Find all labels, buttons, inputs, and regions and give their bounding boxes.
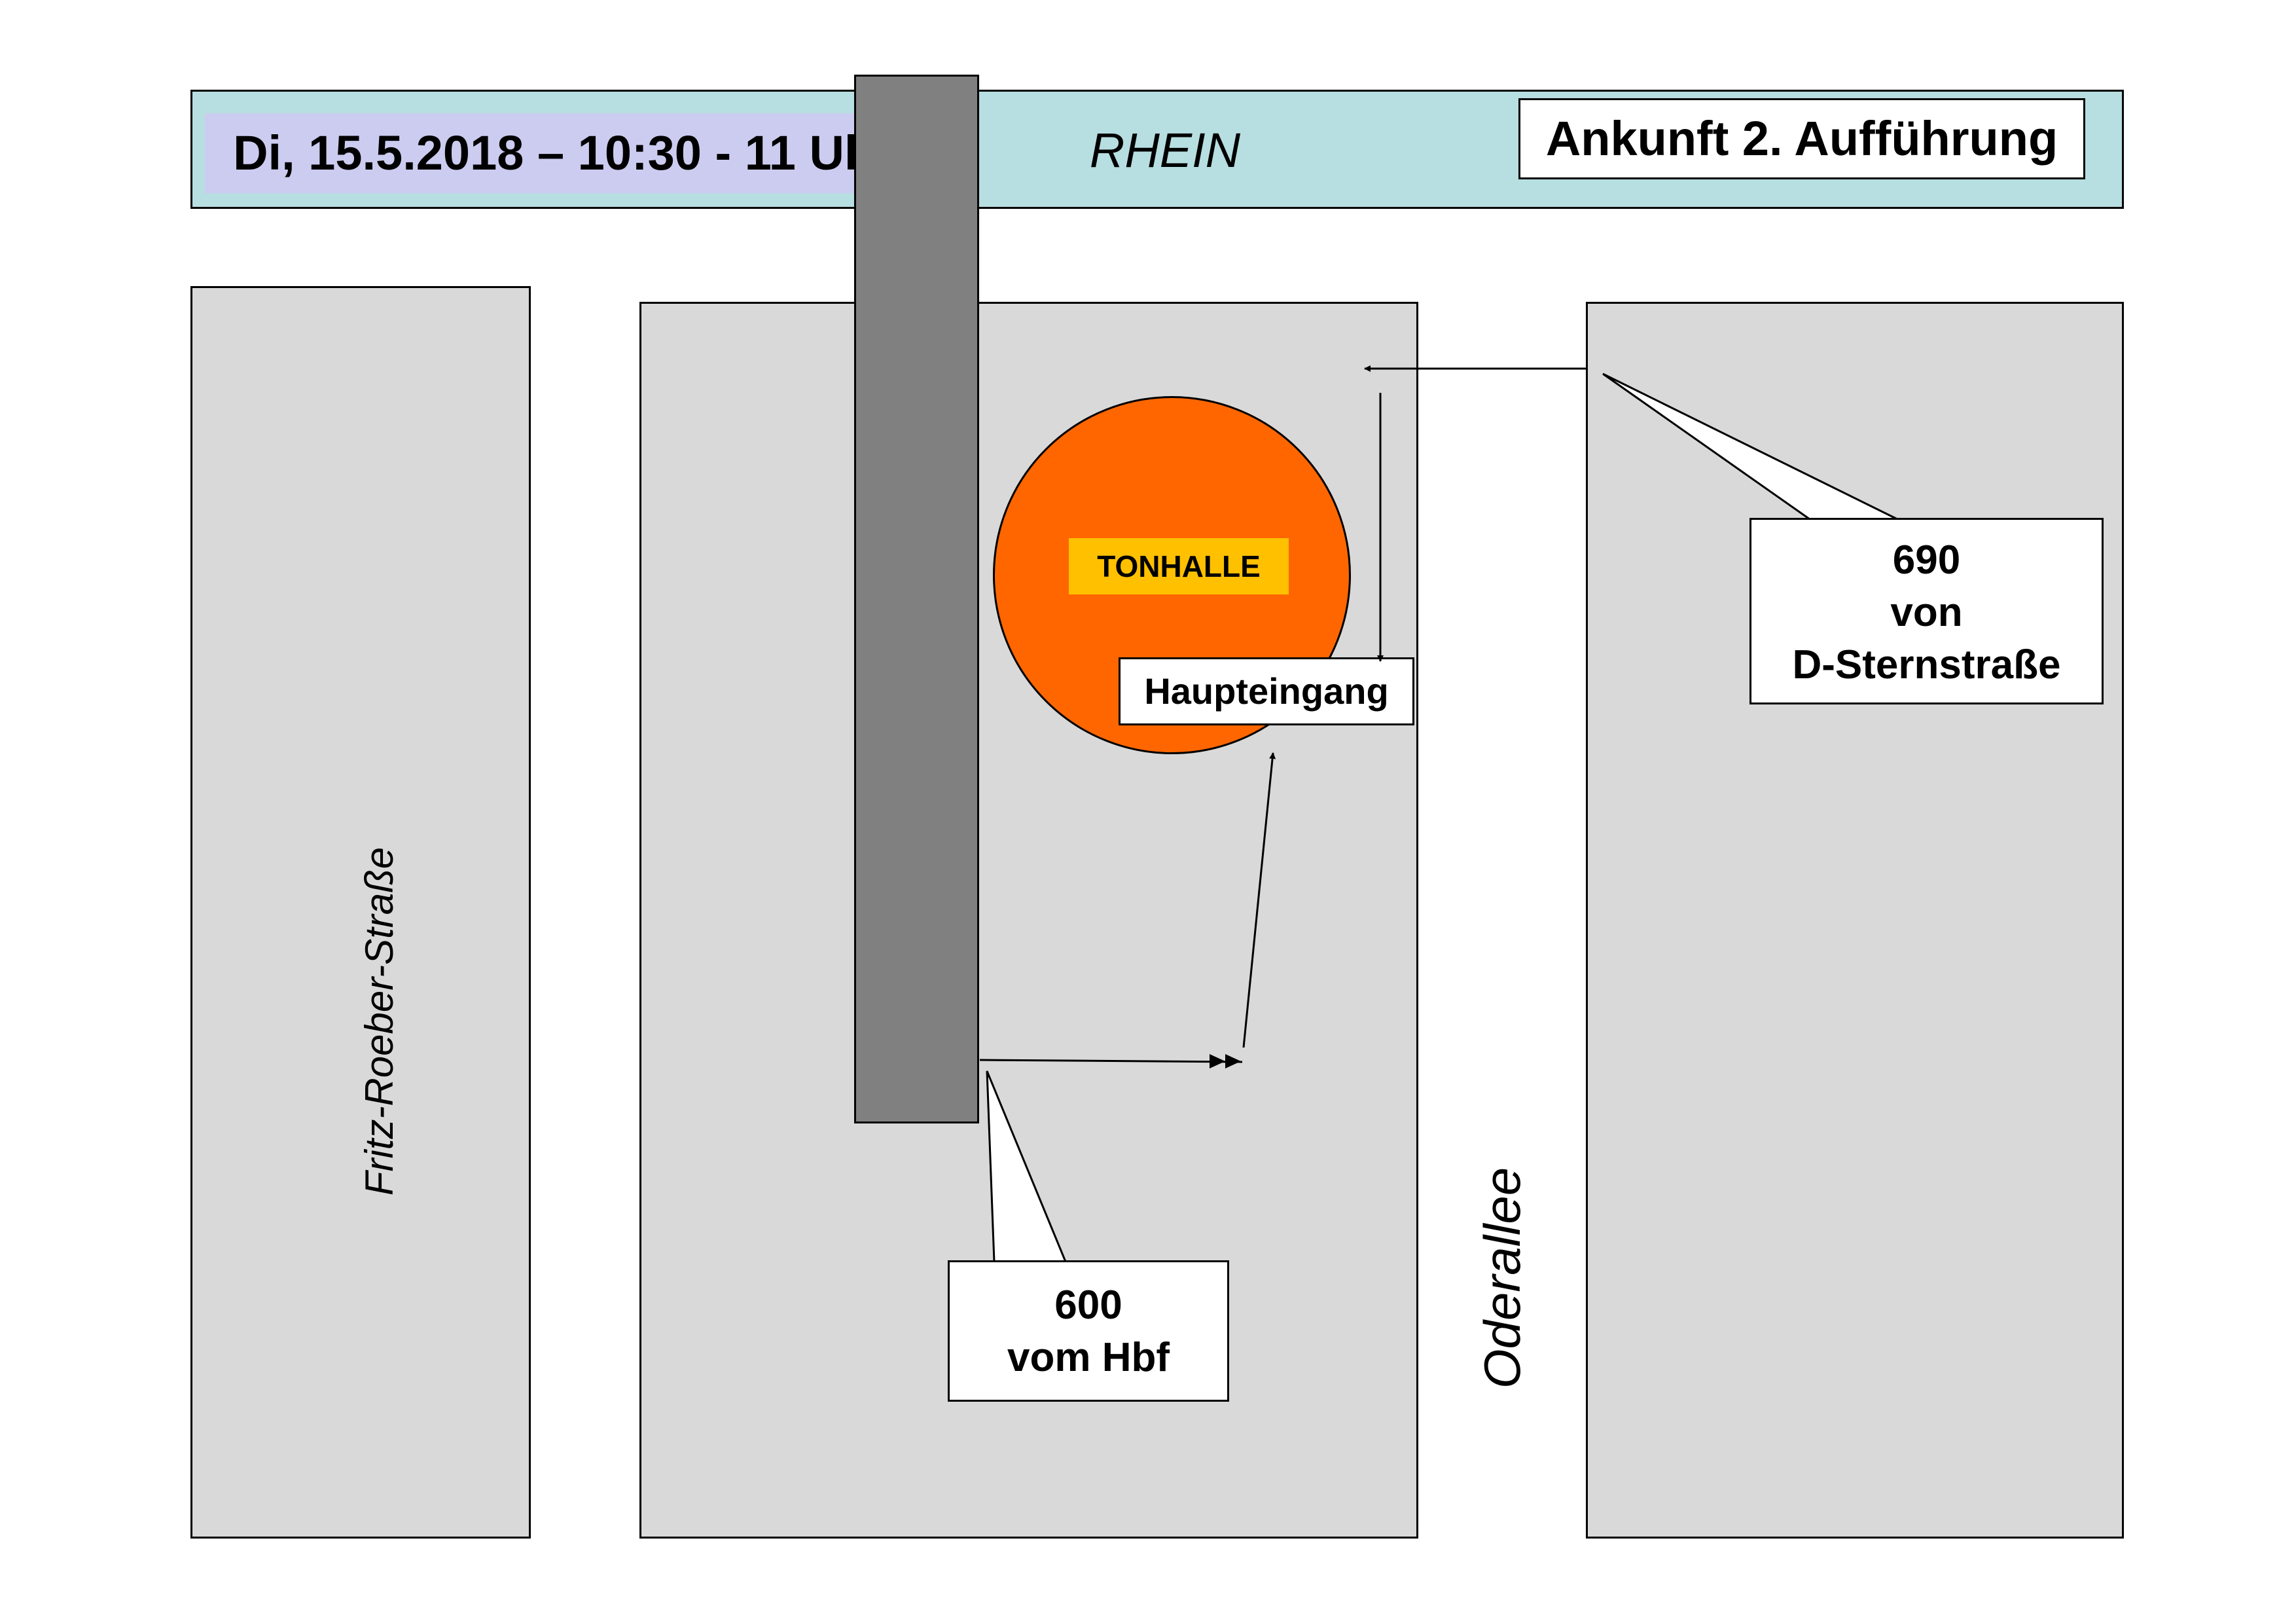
bus-690-origin-2: D-Sternstraße xyxy=(1792,642,2061,687)
bus-600-origin: vom Hbf xyxy=(1007,1335,1170,1380)
route-600-arrowhead-1 xyxy=(1210,1054,1225,1068)
route-600-arrowhead-2 xyxy=(1225,1054,1241,1068)
river-label: RHEIN xyxy=(1089,123,1241,177)
bus-690-callout: 690 von D-Sternstraße xyxy=(1749,518,2104,704)
bus-600-callout: 600 vom Hbf xyxy=(948,1260,1229,1402)
route-600-segment-north xyxy=(1242,752,1276,1048)
city-block-west xyxy=(190,286,531,1539)
bridge xyxy=(854,75,979,1123)
date-time-label: Di, 15.5.2018 – 10:30 - 11 Uhr xyxy=(205,113,921,193)
arrival-title: Ankunft 2. Aufführung xyxy=(1518,98,2085,179)
tonhalle-label: TONHALLE xyxy=(1069,538,1289,594)
callout-690-pointer xyxy=(1602,373,1898,520)
main-entrance-label: Haupteingang xyxy=(1119,657,1414,725)
callout-600-pointer xyxy=(986,1070,1067,1262)
route-600-segment-east xyxy=(979,1059,1243,1063)
street-oderallee: Oderallee xyxy=(1473,1167,1531,1389)
bus-690-line: 690 xyxy=(1892,538,1961,583)
bus-690-origin-1: von xyxy=(1890,590,1963,635)
street-fritz-roeber: Fritz-Roeber-Straße xyxy=(357,847,401,1196)
bus-600-line: 600 xyxy=(1054,1283,1122,1328)
